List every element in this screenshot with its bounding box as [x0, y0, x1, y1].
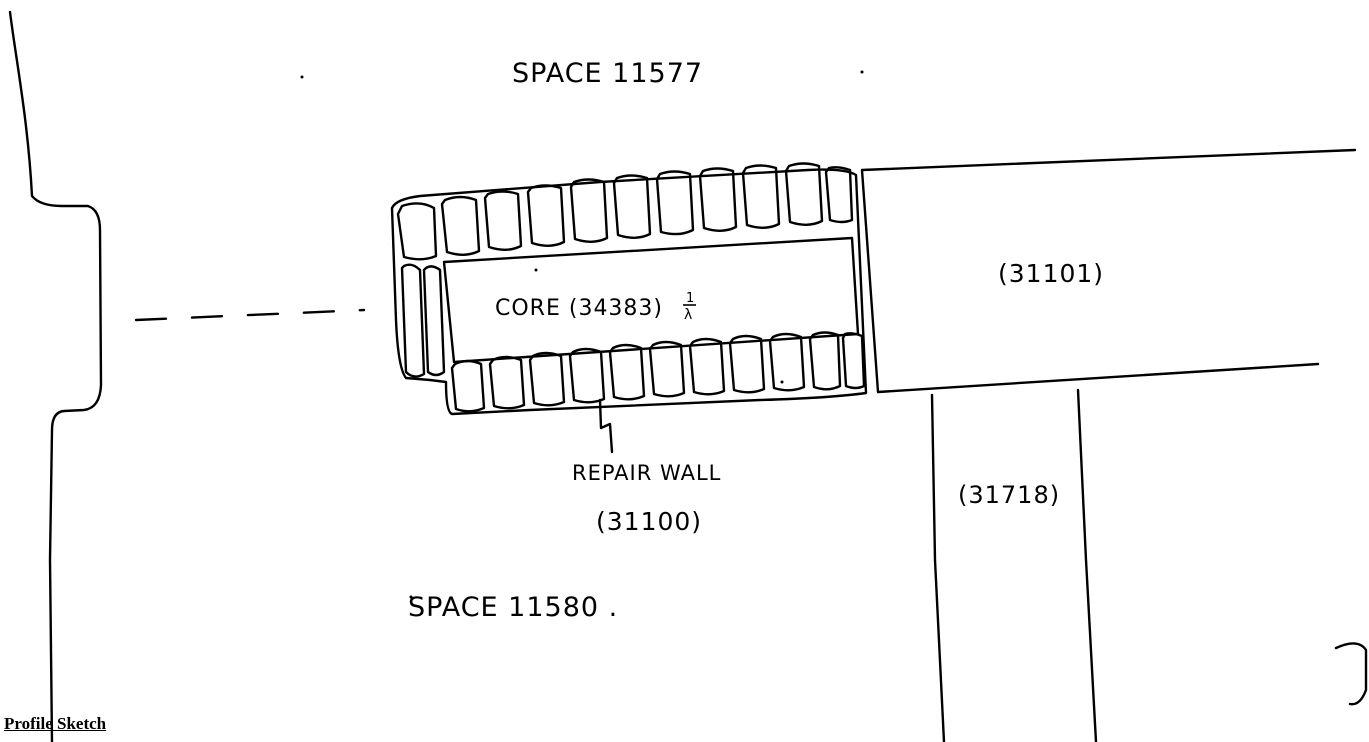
core-fraction-numerator: 1	[686, 291, 695, 306]
left-brick-column	[400, 263, 446, 378]
repair-wall-code: (31100)	[596, 507, 702, 536]
room-31718-label: (31718)	[958, 481, 1060, 509]
dashed-connector	[134, 308, 366, 322]
space-11580-label: SPACE 11580 .	[408, 592, 618, 623]
profile-sketch-caption: Profile Sketch	[4, 714, 107, 733]
repair-wall-label: REPAIR WALL	[572, 461, 721, 485]
space-11577-label: SPACE 11577	[512, 58, 703, 89]
stray-dot	[780, 380, 784, 384]
stray-dot	[860, 70, 864, 74]
bottom-brick-row	[450, 331, 866, 413]
repair-wall-pointer	[598, 398, 614, 454]
core-label: CORE (34383)	[495, 296, 663, 321]
stray-dot	[300, 75, 304, 79]
stray-dot	[534, 268, 538, 272]
left-wall-outline	[8, 10, 103, 742]
wall-block-outline	[390, 168, 868, 416]
page-edge-mark	[1334, 642, 1368, 706]
room-31101-outline	[860, 148, 1357, 394]
room-31718-outline	[930, 388, 1098, 742]
top-brick-row	[396, 162, 854, 261]
room-31101-label: (31101)	[998, 259, 1104, 288]
stray-dot	[409, 595, 413, 599]
core-fraction-denominator: λ	[684, 307, 693, 323]
